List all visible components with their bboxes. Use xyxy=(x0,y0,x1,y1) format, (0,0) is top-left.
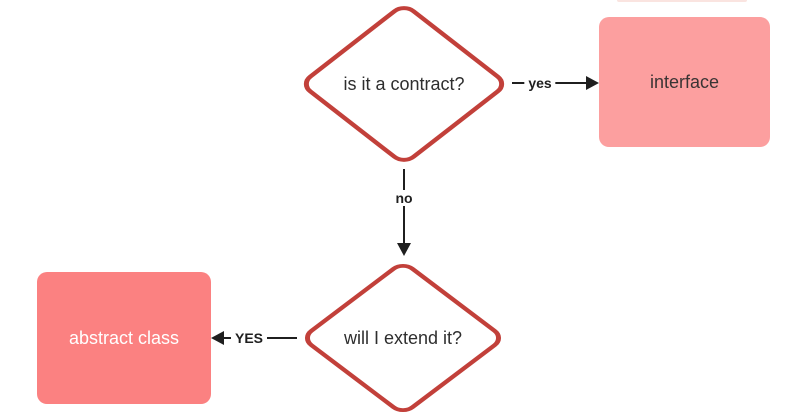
edge-label-yes: yes xyxy=(524,75,556,91)
decision-node-extend[interactable]: will I extend it? xyxy=(298,258,508,418)
interface-label: interface xyxy=(649,71,720,92)
edge-label-YES: YES xyxy=(230,330,268,346)
edge-label-no: no xyxy=(391,190,417,206)
connector-line xyxy=(403,169,405,247)
process-node-interface[interactable]: interface xyxy=(599,17,770,147)
cropped-shape-edge xyxy=(617,0,747,2)
process-node-abstract-class[interactable]: abstract class xyxy=(37,272,211,404)
arrowhead-left-icon xyxy=(211,331,224,345)
arrowhead-down-icon xyxy=(397,243,411,256)
decision-contract-label: is it a contract? xyxy=(343,73,465,94)
abstract-class-label: abstract class xyxy=(68,327,180,348)
decision-extend-label: will I extend it? xyxy=(343,327,463,348)
arrowhead-right-icon xyxy=(586,76,599,90)
decision-node-contract[interactable]: is it a contract? xyxy=(297,1,511,167)
